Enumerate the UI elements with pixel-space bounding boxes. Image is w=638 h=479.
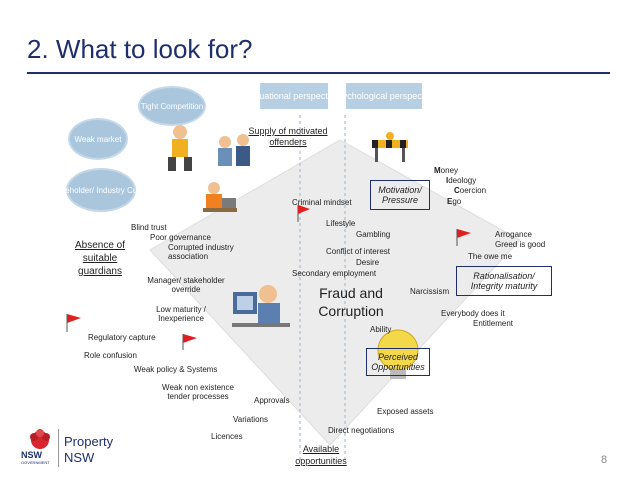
title-underline [27, 72, 610, 74]
label-weak-policy: Weak policy & Systems [134, 365, 218, 374]
worker-clipart-icon [168, 125, 192, 171]
label-blind-trust: Blind trust [131, 223, 167, 232]
mice-ego: Ego [447, 197, 462, 206]
logo-nsw-line2-text: NSW [64, 450, 95, 465]
mice-money: Money [434, 166, 459, 175]
meeting-clipart-icon [218, 134, 250, 166]
label-everybody-does-it: Everybody does it [441, 309, 505, 318]
motivation-pressure-box: Motivation/ Pressure [370, 180, 430, 210]
light-bulb-icon [377, 329, 419, 379]
label-corrupted-industry: Corrupted industry association [168, 243, 234, 261]
flag-icon [182, 334, 197, 350]
label-the-owe-me: The owe me [468, 252, 513, 261]
logo-property-text: Property [64, 434, 114, 449]
fraud-triangle-shading [149, 139, 521, 446]
label-poor-governance: Poor governance [150, 233, 211, 242]
label-manager-override: Manager/ stakeholder override [147, 276, 225, 294]
logo-nsw-text: NSW [21, 450, 42, 460]
label-role-confusion: Role confusion [84, 351, 137, 360]
label-approvals: Approvals [254, 396, 290, 405]
label-ability: Ability [370, 325, 392, 334]
logo-divider [58, 429, 59, 467]
label-secondary-employment: Secondary employment [292, 269, 377, 278]
label-conflict-of-interest: Conflict of interest [326, 247, 391, 256]
flag-icon [456, 229, 471, 246]
situational-perspective-header: Situational perspective [249, 83, 339, 109]
logo-government-text: GOVERNMENT [21, 460, 50, 465]
available-opportunities-label: Available opportunities [295, 444, 347, 466]
slide-title: 2. What to look for? [27, 34, 253, 64]
label-licences: Licences [211, 432, 243, 441]
desk-worker-icon [203, 182, 237, 212]
label-narcissism: Narcissism [410, 287, 450, 296]
psychological-perspective-header: Psychological perspective [332, 83, 436, 109]
page-number: 8 [601, 454, 608, 466]
perceived-opportunities-box: Perceived Opportunities [366, 348, 430, 376]
waratah-logo-icon [30, 429, 50, 449]
label-criminal-mindset: Criminal mindset [292, 198, 352, 207]
cloud-tight-competition: Tight Competition [140, 88, 204, 124]
cloud-stakeholder-culture: Stakeholder/ Industry Culture [49, 170, 153, 210]
label-weak-tender: Weak non existence tender processes [162, 383, 234, 401]
label-arrogance: Arrogance [495, 230, 532, 239]
label-regulatory-capture: Regulatory capture [88, 333, 156, 342]
label-lifestyle: Lifestyle [326, 219, 356, 228]
rationalisation-box: Rationalisation/ Integrity maturity [456, 266, 552, 296]
label-gambling: Gambling [356, 230, 391, 239]
supply-of-offenders-label: Supply of motivated offenders [248, 126, 328, 147]
label-exposed-assets: Exposed assets [377, 407, 434, 416]
mice-coercion: Coercion [454, 186, 487, 195]
cloud-weak-market: Weak market [70, 120, 126, 158]
flag-icon [66, 314, 81, 332]
label-entitlement: Entitlement [473, 319, 514, 328]
flag-icon [297, 205, 310, 222]
property-nsw-logo: NSW GOVERNMENT Property NSW [20, 428, 120, 468]
computer-user-icon [232, 285, 290, 327]
road-barrier-icon [372, 132, 408, 162]
label-direct-negotiations: Direct negotiations [328, 426, 395, 435]
label-desire: Desire [356, 258, 380, 267]
absence-of-guardians-label: Absence of suitable guardians [74, 240, 126, 277]
fraud-and-corruption-label: Fraud and Corruption [318, 285, 384, 319]
mice-ideology: Ideology [446, 176, 477, 185]
label-low-maturity: Low maturity / Inexperience [156, 305, 206, 323]
label-variations: Variations [233, 415, 268, 424]
label-greed-is-good: Greed is good [495, 240, 546, 249]
